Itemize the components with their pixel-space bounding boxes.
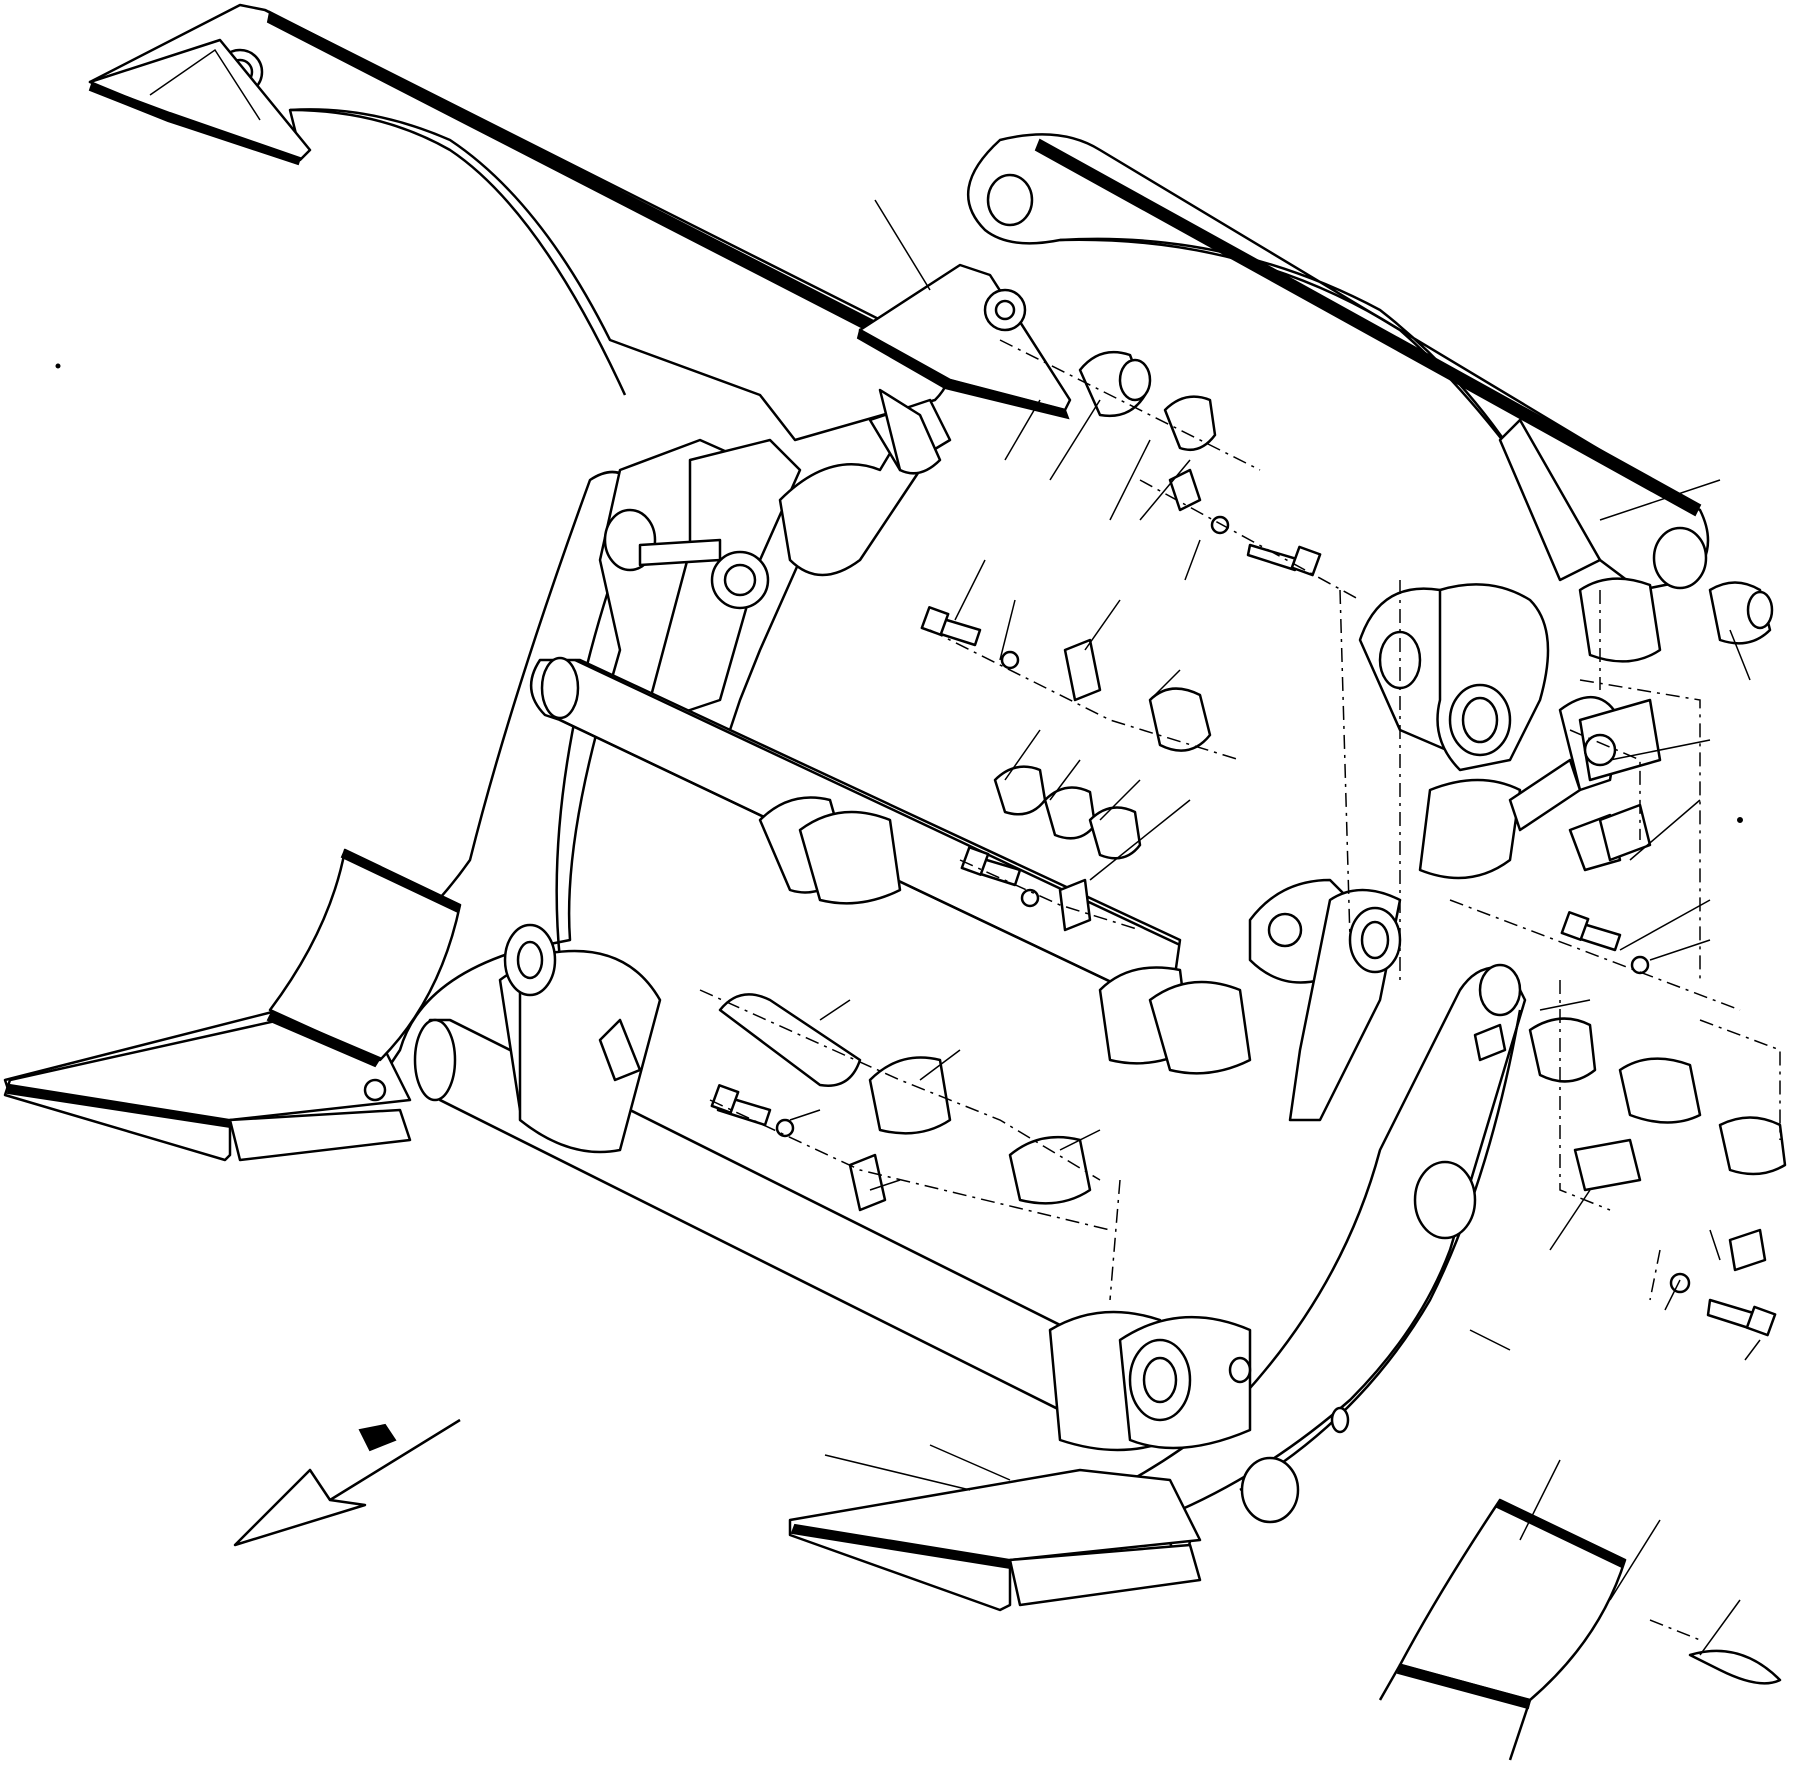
- leader-lines: [789, 199, 1761, 1656]
- separate-shield: [1378, 1498, 1782, 1761]
- left-frame: [3, 470, 662, 1162]
- direction-arrow: [233, 1418, 461, 1547]
- right-cylinder: [1248, 758, 1582, 1122]
- left-lower-pivot: [503, 923, 642, 1082]
- left-hinge: [598, 438, 802, 762]
- lower-cross-tube: [413, 949, 1252, 1452]
- upper-cylinder-left: [778, 388, 952, 577]
- right-hinge: [1358, 583, 1662, 792]
- dashed-centerlines: [699, 339, 1781, 1641]
- upper-bracket: [856, 263, 1072, 420]
- right-upper-arm: [967, 133, 1710, 592]
- exploded-parts: [710, 350, 1787, 1337]
- upper-cross-tube: [529, 656, 1252, 1075]
- left-upper-arm: [88, 3, 953, 442]
- right-frame: [788, 963, 1527, 1612]
